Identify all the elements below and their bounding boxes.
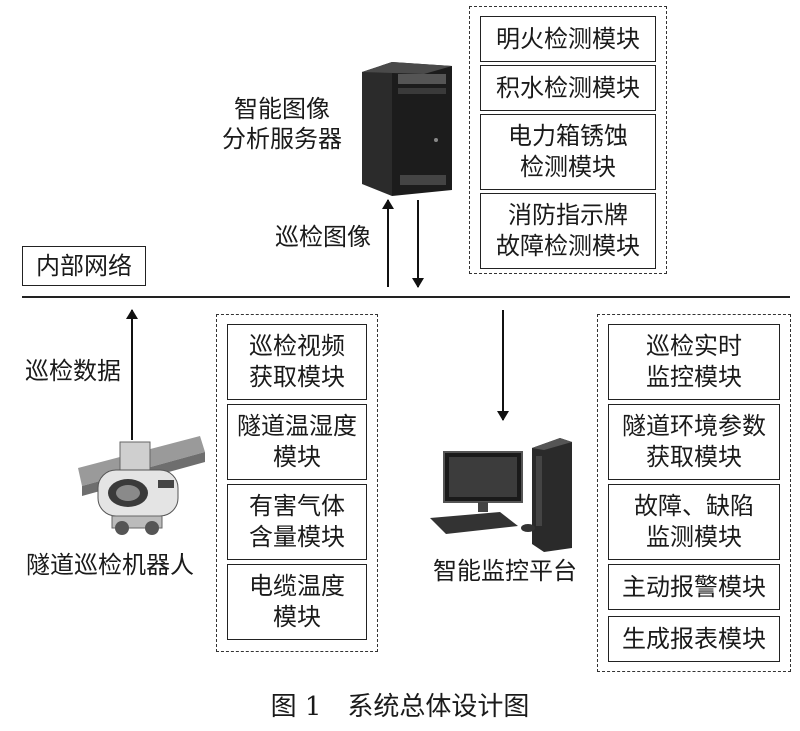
figure-caption: 图 1 系统总体设计图 <box>270 692 530 722</box>
patrol-image-label: 巡检图像 <box>275 223 371 251</box>
fault-defect-module: 故障、缺陷 监测模块 <box>608 484 780 560</box>
report-generation-module: 生成报表模块 <box>608 616 780 662</box>
fire-detection-module: 明火检测模块 <box>480 16 656 62</box>
realtime-monitor-module: 巡检实时 监控模块 <box>608 324 780 400</box>
server-label: 智能图像 分析服务器 <box>222 95 342 153</box>
server-modules-group <box>469 6 667 274</box>
internal-network-box: 内部网络 <box>22 246 146 286</box>
fire-sign-fault-module: 消防指示牌 故障检测模块 <box>480 193 656 269</box>
video-acquisition-module: 巡检视频 获取模块 <box>227 324 367 400</box>
platform-modules-group <box>597 314 791 672</box>
patrol-data-label: 巡检数据 <box>25 357 121 385</box>
power-box-corrosion-module: 电力箱锈蚀 检测模块 <box>480 114 656 190</box>
platform-label: 智能监控平台 <box>433 557 577 585</box>
water-detection-module: 积水检测模块 <box>480 65 656 111</box>
robot-modules-group <box>216 314 378 652</box>
env-params-module: 隧道环境参数 获取模块 <box>608 404 780 480</box>
harmful-gas-module: 有害气体 含量模块 <box>227 484 367 560</box>
temperature-humidity-module: 隧道温湿度 模块 <box>227 404 367 480</box>
active-alarm-module: 主动报警模块 <box>608 564 780 610</box>
cable-temperature-module: 电缆温度 模块 <box>227 564 367 640</box>
robot-label: 隧道巡检机器人 <box>26 551 194 579</box>
